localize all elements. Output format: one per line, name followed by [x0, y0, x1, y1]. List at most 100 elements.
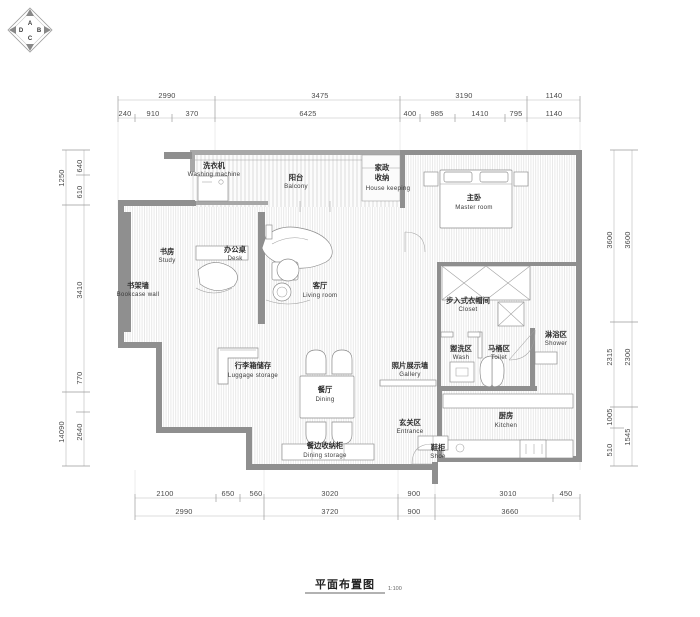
kitchen-counter: [442, 393, 574, 409]
dim-left-inner-0: 640: [75, 160, 84, 173]
dim-top-outer-1: 3475: [311, 91, 328, 100]
label-balcony-cn: 阳台: [289, 173, 304, 182]
dim-top-inner-8: 1140: [546, 109, 563, 118]
dim-left-inner-2: 3410: [75, 281, 84, 298]
label-wash-cn: 盥洗区: [450, 344, 473, 353]
drawing-title: 平面布置图 1:100: [305, 577, 402, 594]
dim-top-inner-4: 400: [404, 109, 417, 118]
dim-bottom-inner-0: 2100: [156, 489, 173, 498]
label-entrance-en: Entrance: [397, 428, 424, 435]
label-dining-storage-cn: 餐边收纳柜: [306, 441, 344, 450]
dim-top-inner-0: 240: [119, 109, 132, 118]
dim-right-inner-0: 3600: [605, 231, 614, 248]
label-house-keeping-cn: 家政: [375, 163, 390, 172]
dim-top-outer-3: 1140: [546, 91, 563, 100]
label-entrance-cn: 玄关区: [399, 418, 422, 427]
label-master-room-cn: 主卧: [467, 193, 482, 202]
label-dining-en: Dining: [315, 396, 334, 403]
label-desk-en: Desk: [227, 255, 243, 262]
master-room-area: [404, 155, 576, 265]
compass-east-label: B: [37, 28, 42, 34]
label-living-room-cn: 客厅: [312, 281, 328, 290]
label-living-room-en: Living room: [303, 292, 338, 299]
dim-right-outer-0: 3600: [623, 231, 632, 248]
dim-right-inner-3: 510: [605, 444, 614, 457]
closet-area: [437, 262, 577, 328]
label-bookcase-wall-en: Bookcase wall: [117, 291, 160, 298]
dim-bottom-outer-3: 3660: [501, 507, 518, 516]
title-text: 平面布置图: [315, 577, 375, 591]
dim-right-outer-2: 1545: [623, 428, 632, 445]
label-study-en: Study: [158, 257, 176, 264]
label-shoe-cabinet-cn: 鞋柜: [431, 443, 446, 452]
dining-area: [281, 349, 375, 461]
dim-right-inner-1: 2315: [605, 348, 614, 365]
compass-north-label: A: [28, 21, 33, 27]
dim-bottom-inner-1: 650: [222, 489, 235, 498]
desk-partition: [258, 212, 265, 324]
washing-machine-icon: [197, 175, 229, 202]
dimension-left: 1250 14090 640 610 3410 770 2640: [57, 149, 90, 467]
dim-left-outer-0: 1250: [57, 169, 66, 186]
label-closet-cn: 步入式衣帽间: [446, 296, 490, 305]
label-washing-machine-cn: 洗衣机: [203, 161, 226, 170]
label-house-keeping-cn2: 收纳: [375, 173, 390, 182]
label-balcony-en: Balcony: [284, 183, 308, 190]
dim-bottom-outer-2: 900: [408, 507, 421, 516]
dim-right-outer-1: 2300: [623, 348, 632, 365]
dim-bottom-outer-0: 2990: [175, 507, 192, 516]
living-room-area: [261, 224, 333, 305]
label-kitchen-en: Kitchen: [495, 422, 517, 429]
luggage-storage-area: [217, 347, 259, 385]
dim-bottom-outer-1: 3720: [321, 507, 338, 516]
dim-bottom-inner-6: 450: [560, 489, 573, 498]
dim-top-outer-2: 3190: [455, 91, 472, 100]
dim-left-outer-1: 14090: [57, 421, 66, 443]
dim-bottom-inner-4: 900: [408, 489, 421, 498]
dimension-bottom: 2100 650 560 3020 900 3010 450 2990 3720…: [134, 489, 581, 520]
label-gallery-en: Gallery: [399, 371, 421, 378]
label-luggage-storage-cn: 行李箱储存: [234, 361, 272, 370]
label-bookcase-wall-cn: 书架墙: [127, 281, 150, 290]
label-house-keeping-en: House keeping: [366, 185, 411, 192]
dimension-top: 2990 3475 3190 1140 240 910 370 6425 400…: [117, 91, 581, 122]
label-washing-machine-en: Washing machine: [188, 171, 241, 178]
dim-left-inner-1: 610: [75, 186, 84, 199]
label-master-room-en: Master room: [455, 204, 493, 211]
label-shower-en: Shower: [545, 340, 567, 347]
dim-top-inner-1: 910: [147, 109, 160, 118]
compass-rose: A B C D: [7, 7, 53, 53]
label-toilet-cn: 马桶区: [488, 344, 511, 353]
dining-table: [299, 375, 355, 419]
label-gallery-cn: 照片展示墙: [392, 361, 429, 370]
label-desk-cn: 办公桌: [224, 245, 247, 254]
dim-top-inner-5: 985: [431, 109, 444, 118]
compass-west-label: D: [19, 28, 24, 34]
gallery-wall-shape: [379, 379, 437, 387]
dim-left-inner-3: 770: [75, 372, 84, 385]
dim-bottom-inner-2: 560: [250, 489, 263, 498]
dining-storage-cabinet: [281, 443, 375, 461]
label-dining-storage-en: Dining storage: [303, 452, 347, 459]
label-toilet-en: Toilet: [491, 354, 507, 361]
gallery-wall-area: [379, 379, 437, 387]
bed-icon: [439, 169, 513, 229]
dim-bottom-inner-5: 3010: [499, 489, 516, 498]
dim-top-inner-2: 370: [186, 109, 199, 118]
bookcase-wall-shape: [124, 212, 131, 332]
entrance-area: [411, 435, 449, 484]
dim-top-inner-7: 795: [510, 109, 523, 118]
label-dining-cn: 餐厅: [317, 385, 333, 394]
title-scale: 1:100: [388, 586, 402, 592]
label-closet-en: Closet: [458, 306, 477, 313]
dim-left-inner-4: 2640: [75, 423, 84, 440]
dimension-right: 3600 2315 1005 510 3600 2300 1545: [605, 149, 638, 467]
dim-bottom-inner-3: 3020: [321, 489, 338, 498]
compass-south-label: C: [28, 36, 33, 42]
dim-right-inner-2: 1005: [605, 408, 614, 425]
label-wash-en: Wash: [453, 354, 470, 361]
label-shower-cn: 淋浴区: [545, 330, 568, 339]
house-keeping-area: [361, 154, 401, 202]
